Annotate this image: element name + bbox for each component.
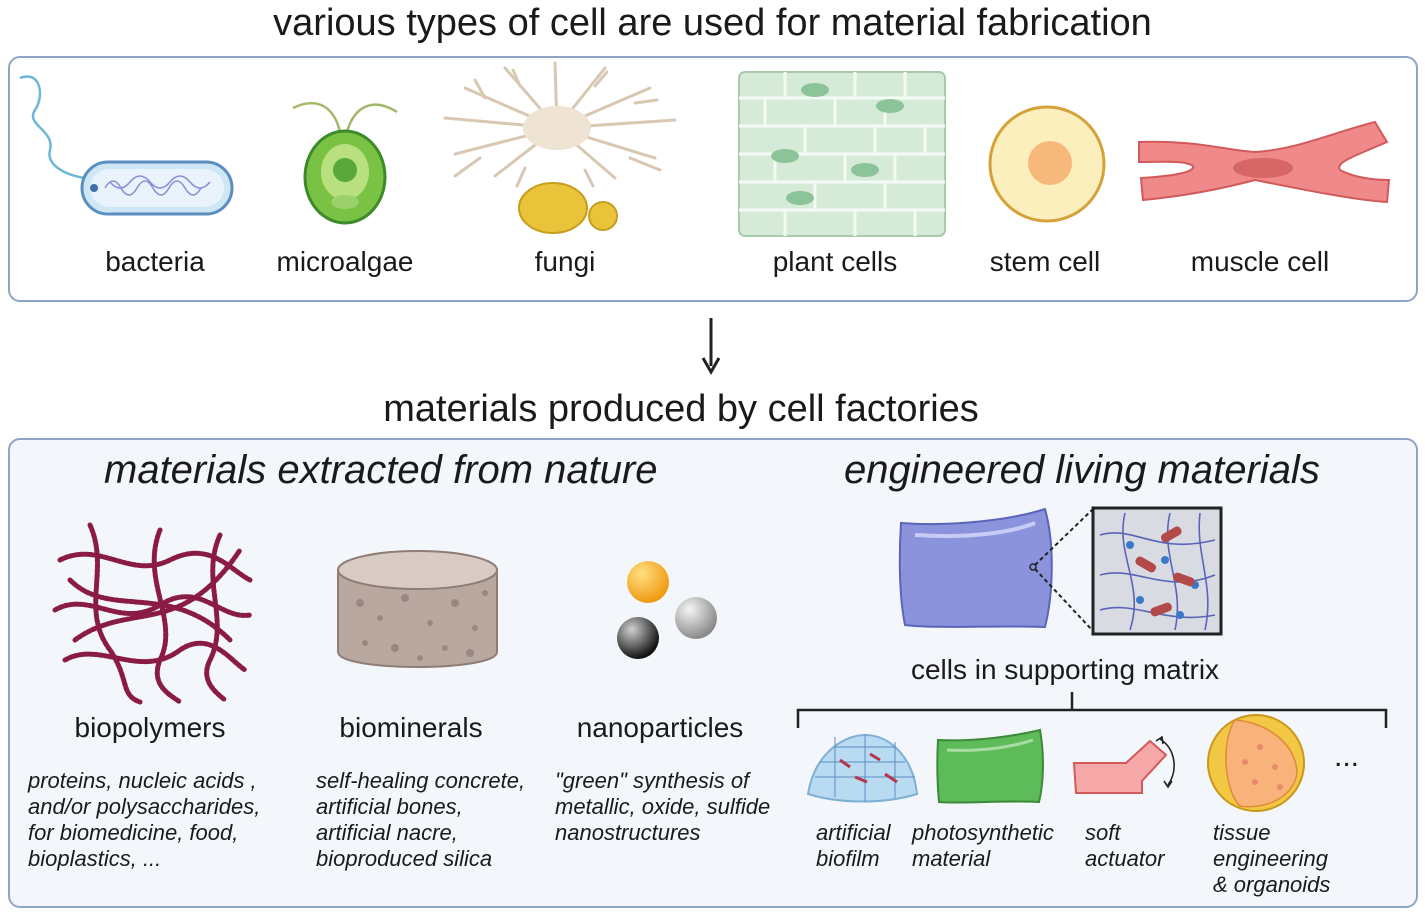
- soft-actuator-description: soft actuator: [1085, 820, 1165, 871]
- cell-label-bacteria: bacteria: [105, 246, 205, 277]
- biopolymers-description: proteins, nucleic acids , and/or polysac…: [28, 768, 261, 871]
- supporting-matrix-icon: [898, 506, 1223, 636]
- down-arrow-icon: [701, 318, 721, 376]
- fungi-icon: [443, 61, 677, 234]
- artificial-biofilm-description: artificial biofilm: [816, 820, 891, 871]
- nanoparticles-icon: [617, 561, 717, 659]
- biominerals-icon: [337, 550, 498, 668]
- cell-label-fungi: fungi: [534, 246, 596, 277]
- organoid-icon: [1207, 714, 1305, 812]
- biominerals-label: biominerals: [339, 712, 483, 743]
- biominerals-description: self-healing concrete, artificial bones,…: [316, 768, 526, 871]
- stem-cell-icon: [988, 105, 1106, 223]
- organoid-description: tissue engineering & organoids: [1213, 820, 1331, 897]
- more-ellipsis: ...: [1334, 740, 1360, 773]
- bracket-connector: [796, 692, 1388, 728]
- biopolymers-label: biopolymers: [74, 712, 226, 743]
- top-title: various types of cell are used for mater…: [273, 2, 1152, 44]
- natural-materials-heading: materials extracted from nature: [104, 448, 658, 492]
- photosynthetic-material-icon: [936, 728, 1044, 804]
- photosynthetic-material-description: photosynthetic material: [912, 820, 1054, 871]
- muscle-cell-icon: [1138, 120, 1391, 204]
- cell-label-microalgae: microalgae: [276, 246, 414, 277]
- cell-label-plant-cells: plant cells: [772, 246, 898, 277]
- bottom-title: materials produced by cell factories: [383, 388, 979, 430]
- plant-cells-icon: [738, 71, 946, 237]
- cell-label-muscle-cell: muscle cell: [1190, 246, 1330, 277]
- nanoparticles-label: nanoparticles: [576, 712, 744, 743]
- bacteria-icon: [19, 75, 234, 216]
- nanoparticles-description: "green" synthesis of metallic, oxide, su…: [555, 768, 771, 845]
- biopolymers-icon: [52, 522, 253, 705]
- cell-label-stem-cell: stem cell: [989, 246, 1101, 277]
- artificial-biofilm-icon: [806, 733, 919, 803]
- microalgae-icon: [292, 102, 398, 225]
- matrix-label: cells in supporting matrix: [910, 654, 1220, 685]
- living-materials-heading: engineered living materials: [844, 448, 1320, 492]
- soft-actuator-icon: [1072, 735, 1175, 794]
